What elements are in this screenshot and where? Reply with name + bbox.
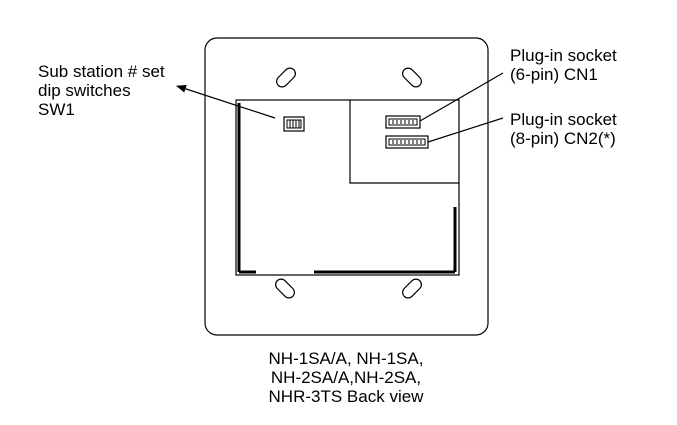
housing-shadow-edges	[237, 103, 457, 274]
sw1-label-line: Sub station # set	[38, 62, 165, 81]
cn2-label: Plug-in socket (8-pin) CN2(*)	[510, 110, 617, 148]
sw1-leader-arrow	[176, 84, 276, 119]
faceplate-outline	[204, 37, 489, 336]
cn2-label-line: Plug-in socket	[510, 110, 617, 129]
screw-slot-icon	[402, 278, 422, 299]
connector-icon	[385, 135, 429, 149]
sw1-label-line: SW1	[38, 100, 75, 119]
connector-icon	[385, 115, 421, 129]
screw-slot-icon	[402, 67, 422, 88]
dip-switch-icon	[283, 116, 305, 132]
cn2-leader-line	[427, 117, 504, 143]
sw1-label: Sub station # set dip switches SW1	[38, 62, 165, 119]
screw-slot-icon	[275, 278, 295, 299]
diagram-caption: NH-1SA/A, NH-1SA, NH-2SA/A,NH-2SA, NHR-3…	[246, 349, 446, 406]
caption-line: NH-1SA/A, NH-1SA,	[268, 349, 424, 368]
caption-line: NHR-3TS Back view	[268, 387, 424, 406]
cn1-label-line: (6-pin) CN1	[510, 65, 598, 84]
circuit-board-outline	[349, 100, 459, 184]
cn1-label: Plug-in socket (6-pin) CN1	[510, 46, 617, 84]
sw1-label-line: dip switches	[38, 81, 131, 100]
cn1-leader-line	[419, 72, 504, 122]
inner-housing-outline	[235, 99, 460, 276]
caption-line: NH-2SA/A,NH-2SA,	[270, 368, 422, 387]
cn1-label-line: Plug-in socket	[510, 46, 617, 65]
screw-slot-icon	[276, 67, 296, 88]
cn2-label-line: (8-pin) CN2(*)	[510, 129, 616, 148]
